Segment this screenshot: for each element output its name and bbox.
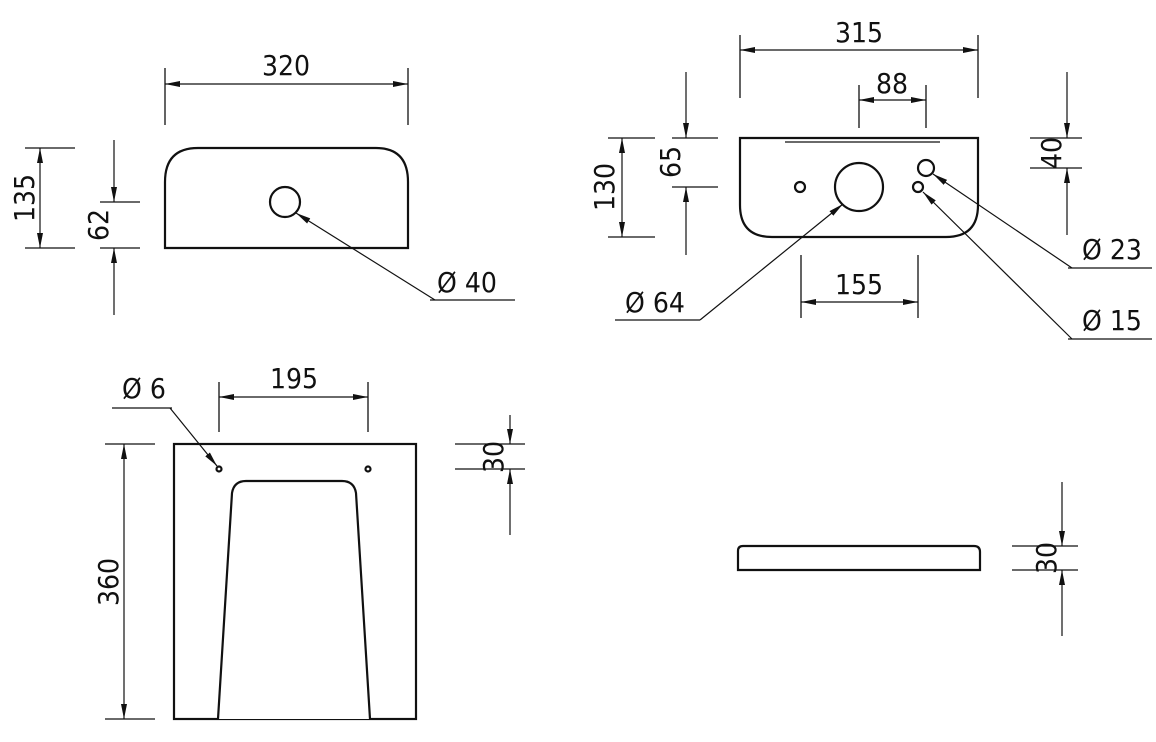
front-width-label: 320: [262, 49, 310, 82]
top-view-right-pin-hole: [364, 465, 372, 473]
top-thickness-dimension: 30: [455, 415, 525, 535]
front-height-dimension: 135: [8, 147, 75, 249]
top-pin-hole-callout: Ø 6: [122, 372, 166, 405]
back-large-hole-callout: Ø 64: [625, 286, 685, 319]
front-hole-height-dimension: 62: [82, 140, 140, 315]
top-view-left-pin-hole: [215, 465, 223, 473]
back-center-offset-label: 155: [835, 268, 883, 301]
back-view-lower-hole: [911, 180, 925, 194]
back-lower-hole-leader: Ø 15: [922, 191, 1152, 340]
back-offset-dimension: 65: [654, 72, 718, 255]
back-spacing-label: 88: [876, 67, 908, 100]
side-thickness-dimension: 30: [1012, 482, 1078, 636]
top-hole-spacing-label: 195: [270, 362, 318, 395]
front-width-dimension: 320: [164, 49, 409, 125]
front-view: 320 135 62 Ø 40: [8, 49, 515, 315]
top-pin-hole-leader: Ø 6: [112, 372, 218, 467]
front-height-label: 135: [8, 174, 41, 222]
top-thickness-label: 30: [477, 441, 510, 473]
back-height-label: 130: [588, 163, 621, 211]
back-small-hole-label: 40: [1035, 137, 1068, 169]
side-view: 30: [736, 482, 1078, 636]
back-upper-hole-callout: Ø 23: [1082, 233, 1142, 266]
top-view: 195 360 Ø 6 30: [92, 362, 525, 721]
top-depth-dimension: 360: [92, 443, 155, 720]
back-spacing-dimension: 88: [858, 67, 927, 128]
back-width-label: 315: [835, 16, 883, 49]
back-small-hole-dimension: 40: [1030, 72, 1082, 235]
front-view-hole: [268, 185, 302, 219]
side-thickness-label: 30: [1030, 542, 1063, 574]
top-hole-spacing-dimension: 195: [218, 362, 369, 432]
front-hole-height-label: 62: [82, 209, 115, 241]
top-depth-label: 360: [92, 558, 125, 606]
back-large-hole-leader: Ø 64: [615, 203, 844, 321]
side-view-slab: [736, 544, 982, 572]
front-hole-leader: Ø 40: [295, 212, 515, 301]
back-upper-hole-leader: Ø 23: [932, 173, 1152, 269]
back-view-large-hole: [833, 161, 885, 213]
back-height-dimension: 130: [588, 137, 655, 238]
top-view-recess: [216, 479, 372, 720]
front-hole-callout: Ø 40: [437, 266, 497, 299]
back-lower-hole-callout: Ø 15: [1082, 304, 1142, 337]
back-center-offset-dimension: 155: [800, 255, 919, 318]
back-view: 315 88 130 65: [588, 16, 1152, 340]
back-offset-label: 65: [654, 146, 687, 178]
back-view-upper-hole: [916, 158, 936, 178]
back-width-dimension: 315: [739, 16, 979, 98]
back-view-left-small-hole: [793, 180, 807, 194]
